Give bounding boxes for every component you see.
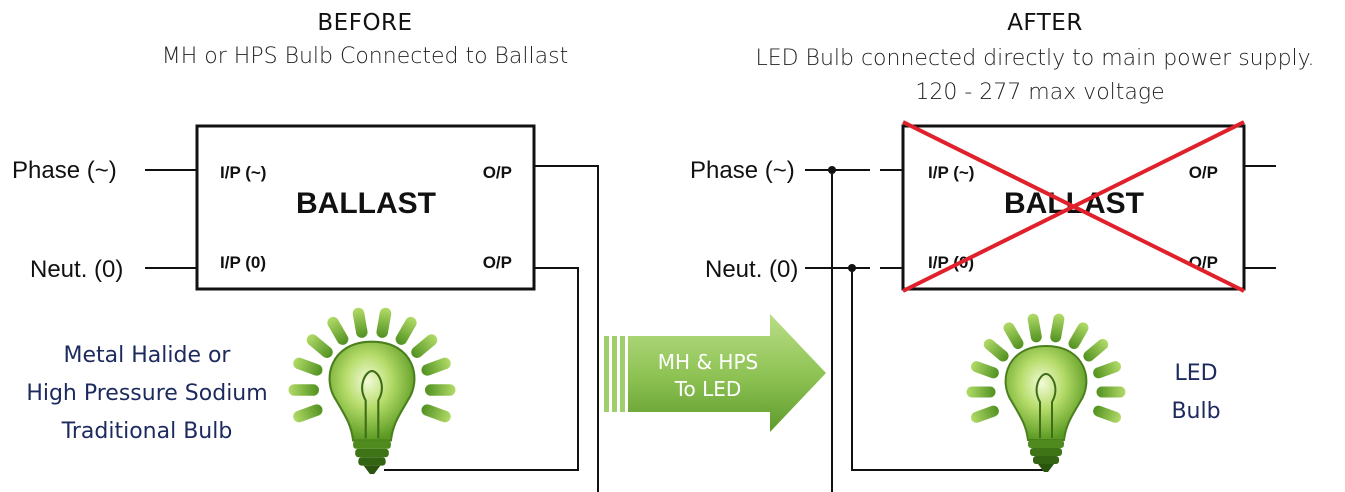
before-bulb-caption-line1: Metal Halide or [64, 343, 232, 368]
before-port-in-phase: I/P (~) [220, 163, 266, 182]
transition-arrow: MH & HPS To LED [604, 314, 826, 432]
after-bulb-icon [965, 311, 1127, 473]
after-bulb-caption-line1: LED [1174, 361, 1217, 386]
after-subtitle-line2: 120 - 277 max voltage [915, 80, 1165, 105]
after-heading: AFTER [1007, 10, 1083, 36]
after-port-out-top: O/P [1189, 163, 1218, 182]
before-phase-label: Phase (~) [12, 157, 117, 184]
before-neutral-label: Neut. (0) [30, 256, 123, 283]
before-ballast-box [195, 124, 536, 291]
before-subtitle: MH or HPS Bulb Connected to Ballast [161, 44, 569, 69]
after-diagram: BALLAST I/P (~) I/P (0) O/P O/P Phase (~… [690, 120, 1276, 492]
arrow-text-line2: To LED [674, 377, 742, 401]
arrow-text-line1: MH & HPS [658, 350, 758, 374]
before-port-in-neutral: I/P (0) [220, 253, 266, 272]
after-port-in-neutral: I/P (0) [928, 253, 974, 272]
after-ballast-title: BALLAST [1004, 187, 1144, 220]
after-bulb-caption-line2: Bulb [1171, 399, 1220, 424]
before-bulb-caption-line3: Traditional Bulb [61, 419, 233, 444]
after-phase-label: Phase (~) [690, 157, 795, 184]
before-bulb-caption-line2: High Pressure Sodium [26, 381, 267, 406]
before-diagram: BALLAST I/P (~) I/P (0) O/P O/P Phase (~… [12, 124, 599, 492]
ballast-removed-cross [902, 120, 1245, 293]
before-bulb-icon [286, 305, 458, 476]
after-neutral-label: Neut. (0) [705, 256, 798, 283]
before-port-out-bottom: O/P [483, 253, 512, 272]
after-port-in-phase: I/P (~) [928, 163, 974, 182]
after-subtitle-line1: LED Bulb connected directly to main powe… [755, 46, 1315, 71]
before-ballast-title: BALLAST [296, 187, 436, 220]
before-heading: BEFORE [317, 10, 413, 36]
before-port-out-top: O/P [483, 163, 512, 182]
